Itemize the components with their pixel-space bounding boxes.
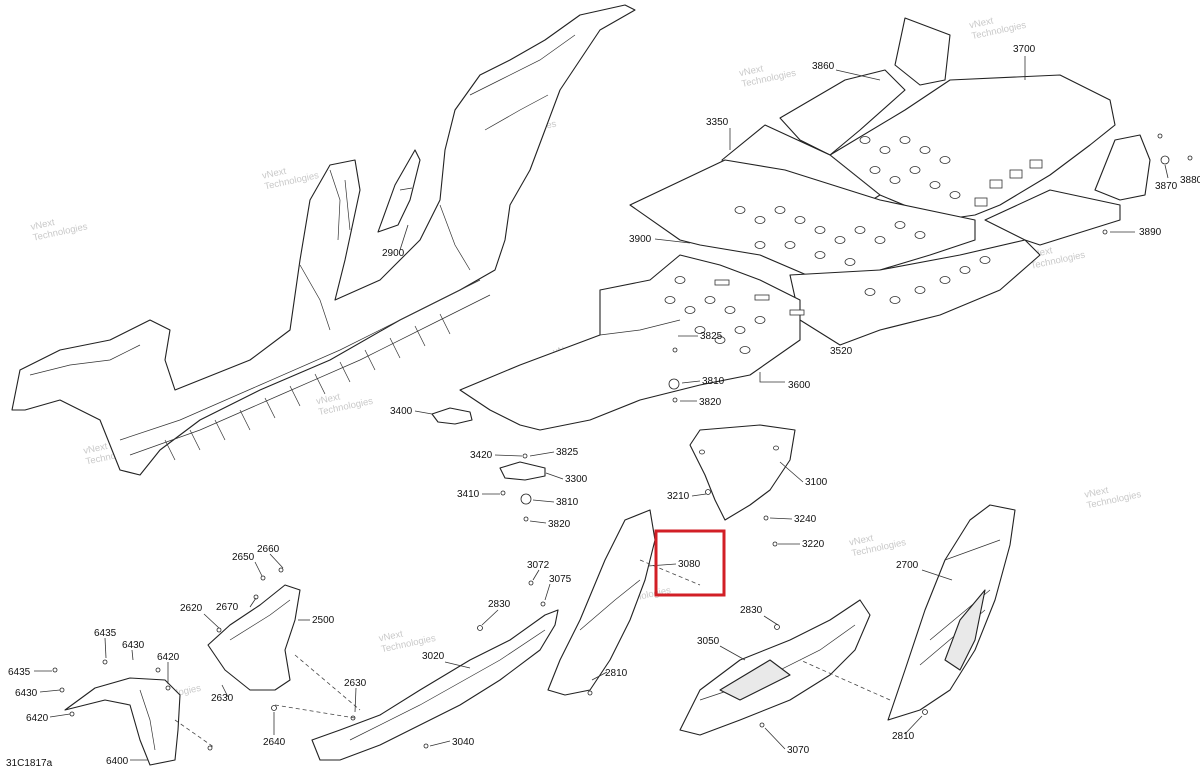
hardware-fasteners — [52, 133, 1193, 751]
callout-3072: 3072 — [527, 560, 550, 571]
callout-3600: 3600 — [788, 380, 811, 391]
callout-6420-lower: 6420 — [26, 713, 49, 724]
floor-panels — [459, 17, 1151, 431]
watermark-line1: vNext — [261, 166, 287, 182]
callout-3075: 3075 — [549, 574, 572, 585]
callout-6435-upper: 6435 — [94, 628, 117, 639]
callout-3240: 3240 — [794, 514, 817, 525]
watermark-line1: vNext — [968, 15, 994, 31]
callout-2830-left: 2830 — [488, 599, 511, 610]
callout-labels: 2900 3860 3700 3350 3870 3880 3890 3900 … — [8, 44, 1200, 767]
callout-3700: 3700 — [1013, 44, 1036, 55]
callout-3210: 3210 — [667, 491, 690, 502]
callout-6420-upper: 6420 — [157, 652, 180, 663]
callout-3300: 3300 — [565, 474, 588, 485]
callout-2670: 2670 — [216, 602, 239, 613]
callout-3100: 3100 — [805, 477, 828, 488]
callout-2630-left: 2630 — [211, 693, 234, 704]
watermark-line1: vNext — [1083, 485, 1109, 501]
fender-part-2500 — [207, 584, 301, 691]
callout-2620: 2620 — [180, 603, 203, 614]
highlight-box-3080[interactable] — [654, 529, 726, 597]
callout-3900: 3900 — [629, 234, 652, 245]
callout-3050: 3050 — [697, 636, 720, 647]
bracket-part-2900 — [377, 149, 421, 233]
leader-lines — [34, 56, 1169, 761]
callout-2640: 2640 — [263, 737, 286, 748]
callout-2630-right: 2630 — [344, 678, 367, 689]
bracket-part-3400 — [431, 407, 473, 425]
watermark-line1: vNext — [848, 533, 874, 549]
bracket-part-3300 — [499, 461, 546, 481]
callout-3810-upper: 3810 — [702, 376, 725, 387]
callout-6430-upper: 6430 — [122, 640, 145, 651]
panel-part-2700 — [887, 504, 1016, 721]
panel-holes — [664, 136, 1043, 354]
callout-3860: 3860 — [812, 61, 835, 72]
callout-2500: 2500 — [312, 615, 335, 626]
callout-3880: 3880 — [1180, 175, 1200, 186]
watermark-line1: vNext — [378, 629, 404, 645]
callout-3410: 3410 — [457, 489, 480, 500]
callout-3350: 3350 — [706, 117, 729, 128]
callout-3810-lower: 3810 — [556, 497, 579, 508]
callout-3070: 3070 — [787, 745, 810, 756]
watermark-line1: vNext — [82, 441, 108, 457]
callout-2830-right: 2830 — [740, 605, 763, 616]
callout-3820-upper: 3820 — [699, 397, 722, 408]
panel-part-3100 — [689, 424, 796, 521]
callout-6435-lower: 6435 — [8, 667, 31, 678]
callout-2700: 2700 — [896, 560, 919, 571]
alignment-lines — [174, 559, 891, 749]
watermark-line1: vNext — [30, 217, 56, 233]
callout-3420: 3420 — [470, 450, 493, 461]
callout-3870: 3870 — [1155, 181, 1178, 192]
door-panel-3050 — [679, 599, 871, 736]
watermark-line1: vNext — [315, 391, 341, 407]
callout-2650: 2650 — [232, 552, 255, 563]
callout-2810-right: 2810 — [892, 731, 915, 742]
callout-3825-upper: 3825 — [700, 331, 723, 342]
callout-3020: 3020 — [422, 651, 445, 662]
callout-3080: 3080 — [678, 559, 701, 570]
rocker-part-3020 — [311, 609, 559, 761]
callout-3400: 3400 — [390, 406, 413, 417]
callout-3820-lower: 3820 — [548, 519, 571, 530]
callout-2660: 2660 — [257, 544, 280, 555]
callout-3220: 3220 — [802, 539, 825, 550]
callout-6430-lower: 6430 — [15, 688, 38, 699]
callout-3890: 3890 — [1139, 227, 1162, 238]
figure-id: 31C1817a — [6, 758, 53, 769]
callout-2810-left: 2810 — [605, 668, 628, 679]
callout-6400: 6400 — [106, 756, 129, 767]
callout-2900: 2900 — [382, 248, 405, 259]
callout-3520: 3520 — [830, 346, 853, 357]
callout-3825-lower: 3825 — [556, 447, 579, 458]
watermark-line1: vNext — [738, 63, 764, 79]
callout-3040: 3040 — [452, 737, 475, 748]
body-frame-part — [11, 4, 636, 476]
fender-flare-part-6400 — [64, 677, 181, 766]
